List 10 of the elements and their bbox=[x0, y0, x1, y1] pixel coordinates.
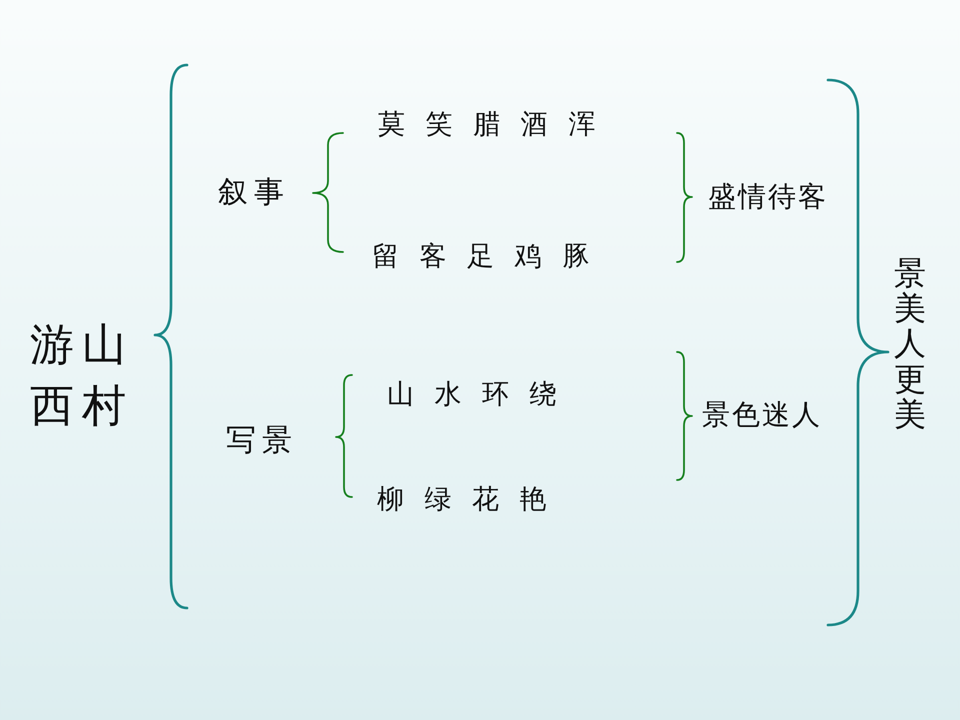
topic-label: 叙事 bbox=[218, 175, 290, 211]
topic-label: 写景 bbox=[226, 423, 298, 459]
summary-label: 景色迷人 bbox=[702, 398, 822, 432]
poem-line: 柳 绿 花 艳 bbox=[377, 484, 547, 516]
poem-line: 莫 笑 腊 酒 浑 bbox=[378, 108, 596, 142]
poem-line: 山 水 环 绕 bbox=[387, 378, 557, 412]
summary-label: 盛情待客 bbox=[708, 180, 828, 214]
poem-title: 游山西村 bbox=[30, 318, 135, 433]
theme-label: 景美人更美 bbox=[894, 256, 926, 432]
poem-line: 留 客 足 鸡 豚 bbox=[372, 240, 590, 274]
